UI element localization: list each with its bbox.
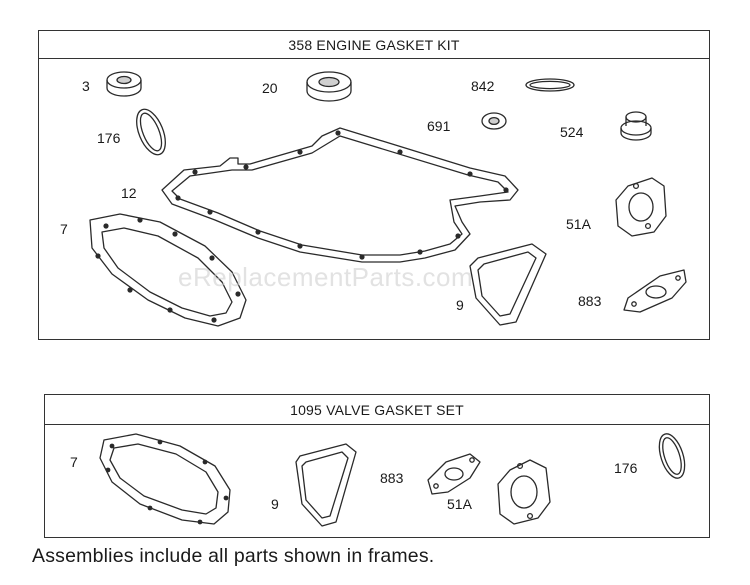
crankcase-gasket-12-drawing bbox=[161, 127, 519, 263]
o-ring-842-drawing bbox=[525, 78, 575, 92]
valve-set-gasket-176-drawing bbox=[658, 433, 686, 479]
part-label-524: 524 bbox=[560, 124, 584, 140]
valve-set-intake-gasket-51a-drawing bbox=[497, 459, 551, 525]
engine-gasket-kit-frame: 358 ENGINE GASKET KIT bbox=[38, 30, 710, 340]
valve-set-cover-gasket-9-drawing bbox=[295, 443, 357, 527]
valve-set-label-176: 176 bbox=[614, 460, 638, 476]
valve-set-label-51a: 51A bbox=[447, 496, 472, 512]
valve-set-label-883: 883 bbox=[380, 470, 404, 486]
gasket-176-drawing bbox=[136, 108, 166, 156]
exhaust-gasket-883-drawing bbox=[623, 269, 687, 313]
valve-gasket-set-title: 1095 VALVE GASKET SET bbox=[45, 395, 709, 425]
watermark-text: eReplacementParts.com bbox=[178, 262, 474, 292]
head-gasket-7-drawing bbox=[89, 213, 247, 327]
valve-set-exhaust-gasket-883-drawing bbox=[427, 453, 481, 495]
part-label-12: 12 bbox=[121, 185, 137, 201]
intake-gasket-51a-drawing bbox=[615, 177, 667, 237]
part-label-7: 7 bbox=[60, 221, 68, 237]
cover-gasket-9-drawing bbox=[469, 243, 547, 326]
part-label-51a: 51A bbox=[566, 216, 591, 232]
part-label-842: 842 bbox=[471, 78, 495, 94]
part-label-20: 20 bbox=[262, 80, 278, 96]
valve-gasket-set-frame: 1095 VALVE GASKET SET bbox=[44, 394, 710, 538]
part-label-3: 3 bbox=[82, 78, 90, 94]
part-label-883: 883 bbox=[578, 293, 602, 309]
engine-gasket-kit-title: 358 ENGINE GASKET KIT bbox=[39, 31, 709, 59]
part-label-176: 176 bbox=[97, 130, 121, 146]
part-label-691: 691 bbox=[427, 118, 451, 134]
washer-691-drawing bbox=[481, 112, 507, 130]
seal-20-drawing bbox=[306, 71, 352, 102]
footer-note: Assemblies include all parts shown in fr… bbox=[32, 545, 435, 567]
grommet-524-drawing bbox=[620, 111, 652, 141]
valve-set-label-9: 9 bbox=[271, 496, 279, 512]
valve-set-head-gasket-7-drawing bbox=[99, 433, 231, 525]
valve-set-label-7: 7 bbox=[70, 454, 78, 470]
seal-3-drawing bbox=[106, 71, 142, 97]
part-label-9: 9 bbox=[456, 297, 464, 313]
